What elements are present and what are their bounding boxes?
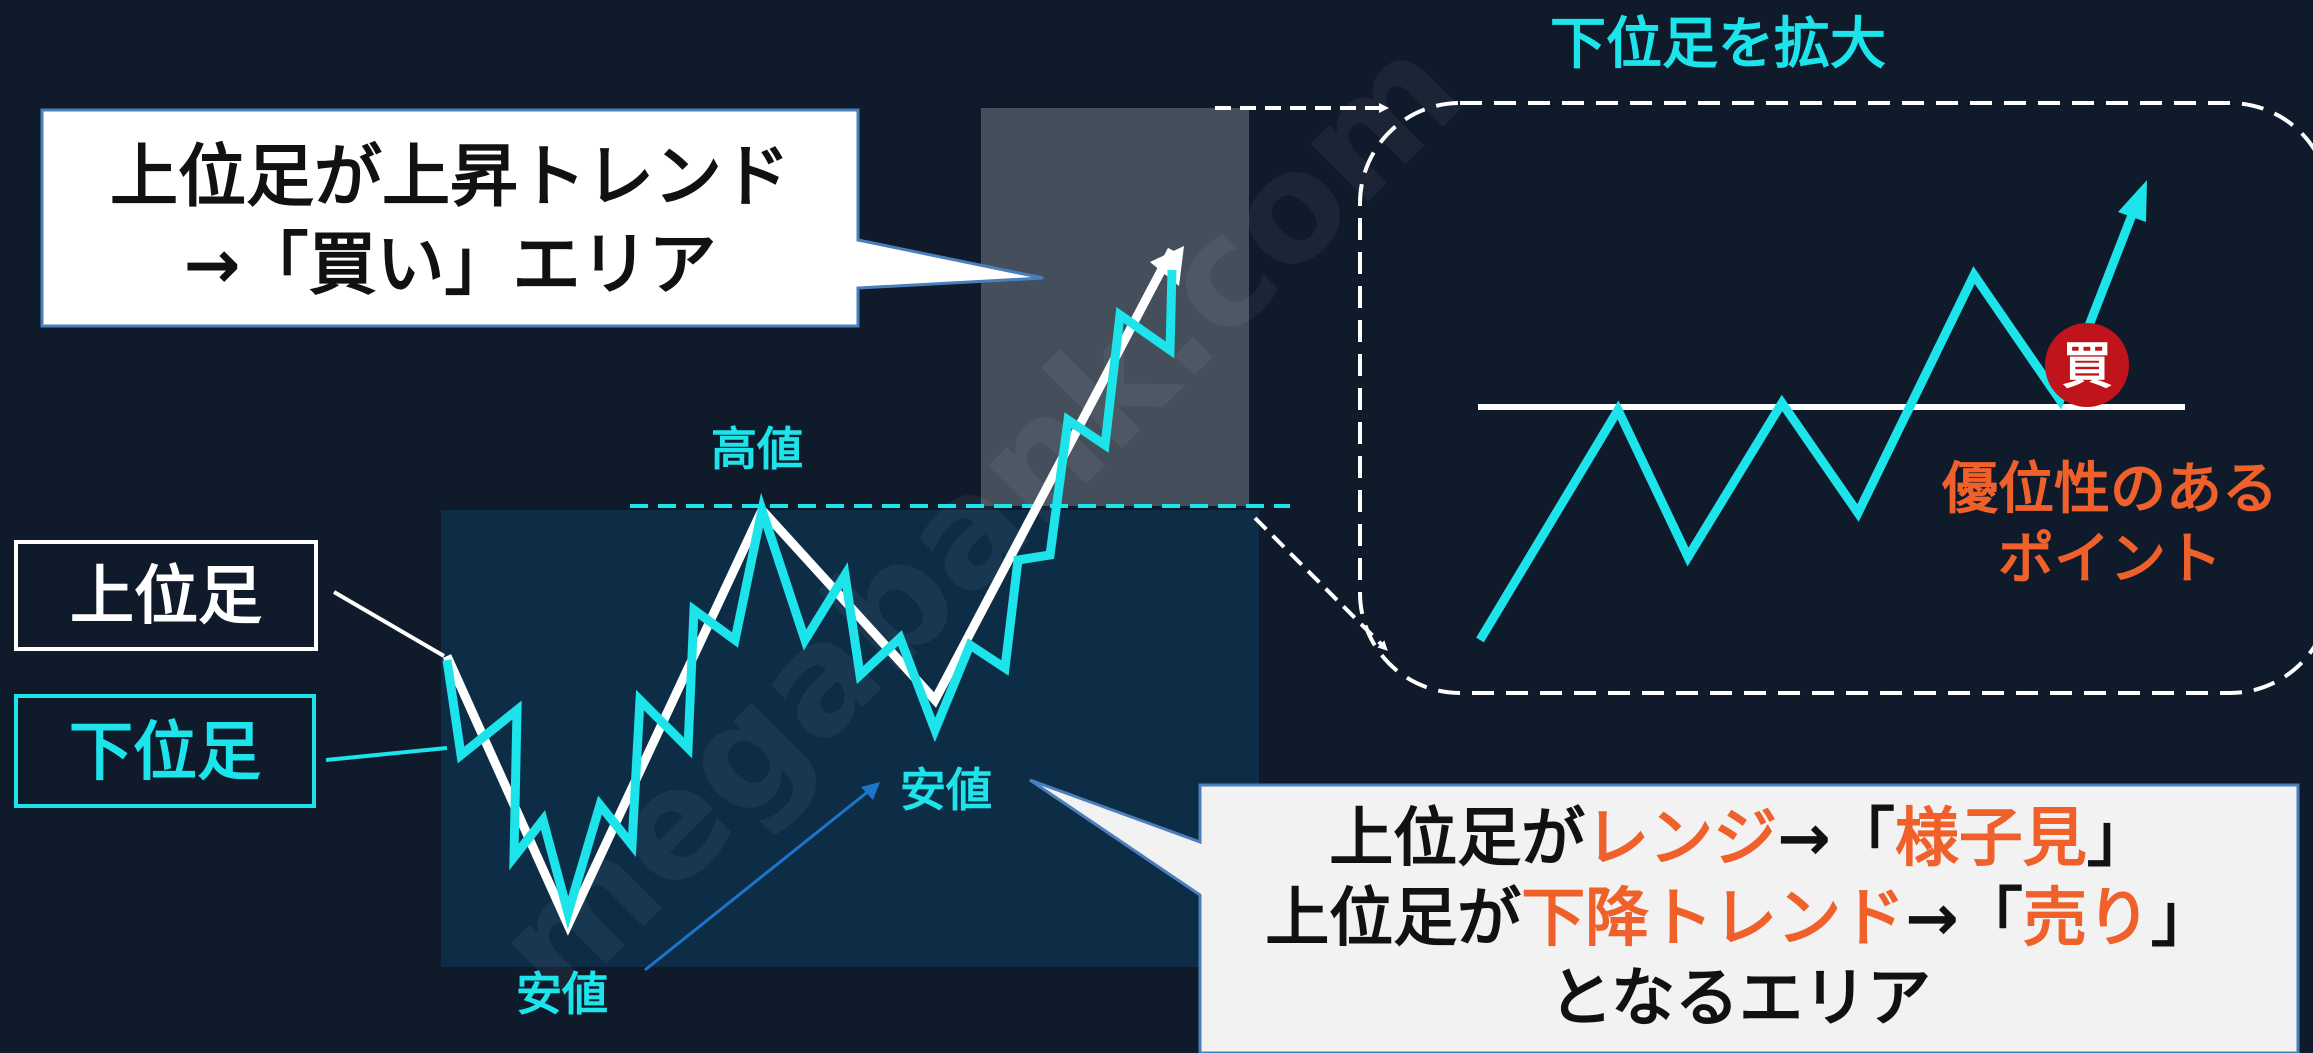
cr2-hl: 下降トレンド <box>1521 882 1905 956</box>
lower-tf-line <box>442 269 1177 930</box>
lower-tf-label: 下位足 <box>69 716 261 790</box>
zoom-panel <box>1358 101 2313 695</box>
higher-tf-label: 上位足 <box>70 560 262 634</box>
cr1-prefix: 上位足が <box>1329 802 1585 876</box>
callout-range <box>1029 778 2300 1053</box>
zoom-arrow-bottom <box>1253 516 1388 651</box>
high-label: 高値 <box>711 422 803 476</box>
low-label-1: 安値 <box>516 967 608 1021</box>
callout-range-line3: となるエリア <box>1549 962 1931 1036</box>
cr1-hl2: 様子見 <box>1895 802 2087 876</box>
lower-tf-box <box>14 694 316 808</box>
advantage-label-line2: ポイント <box>1998 527 2222 592</box>
advantage-label-line1: 優位性のある <box>1941 457 2278 522</box>
low-label-2: 安値 <box>900 763 992 817</box>
cr2-suffix: 」 <box>2151 882 2215 956</box>
cr1-mid: →「 <box>1777 802 1895 876</box>
callout-range-line1: 上位足がレンジ→「様子見」 <box>1329 802 2151 876</box>
cr1-suffix: 」 <box>2087 802 2151 876</box>
lower-tf-connector <box>325 746 448 762</box>
buy-marker <box>2045 323 2129 407</box>
callout-uptrend-line2: →「買い」エリア <box>184 226 717 305</box>
callout-uptrend <box>40 108 1044 328</box>
cr2-hl2: 売り <box>2023 882 2151 956</box>
callout-range-line2: 上位足が下降トレンド→「売り」 <box>1265 882 2215 956</box>
zoom-price-arrowhead <box>2118 180 2147 222</box>
callout-uptrend-line1: 上位足が上昇トレンド <box>110 138 790 217</box>
low-pointer-line <box>644 788 871 972</box>
higher-tf-connector <box>332 590 446 658</box>
buy-marker-label: 買 <box>2062 337 2112 395</box>
zoom-price-line <box>1476 213 2137 643</box>
higher-tf-box <box>14 540 318 651</box>
cr2-mid: →「 <box>1905 882 2023 956</box>
low-pointer-arrowhead <box>861 782 880 800</box>
zoom-title: 下位足を拡大 <box>1550 12 1886 77</box>
upper-zone <box>981 108 1249 506</box>
cr1-hl: レンジ <box>1585 802 1777 876</box>
cr2-prefix: 上位足が <box>1265 882 1521 956</box>
